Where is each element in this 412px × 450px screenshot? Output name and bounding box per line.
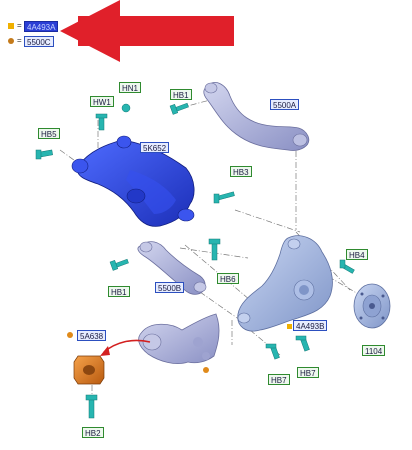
- bolt-hb1-bottom: [109, 258, 129, 271]
- label-5500A[interactable]: 5500A: [270, 99, 300, 110]
- label-hw1[interactable]: HW1: [90, 96, 114, 107]
- label-hb7-right[interactable]: HB7: [297, 367, 319, 378]
- legend-square-icon: [8, 23, 14, 29]
- label-4A493B[interactable]: 4A493B: [293, 320, 328, 331]
- label-hb2[interactable]: HB2: [82, 427, 104, 438]
- legend-circle-icon: [8, 38, 14, 44]
- bolt-hb2: [85, 394, 98, 419]
- knuckle: [237, 235, 333, 332]
- trailing-arm: [138, 313, 220, 364]
- label-5500B[interactable]: 5500B: [155, 282, 185, 293]
- bolt-hw1: [95, 113, 108, 131]
- bolt-hb1-top: [169, 102, 189, 115]
- bolt-hn1: [121, 103, 131, 113]
- bolt-hb5: [35, 149, 53, 160]
- label-hb1-bottom[interactable]: HB1: [108, 286, 130, 297]
- label-hb6[interactable]: HB6: [217, 273, 239, 284]
- upper-arm-5500A: [203, 82, 310, 151]
- bolt-hb4: [339, 259, 355, 274]
- bolts: [35, 102, 355, 419]
- legend-code-4A493A[interactable]: 4A493A: [24, 21, 59, 32]
- bolt-hb6: [208, 238, 221, 261]
- legend-equals-1: =: [17, 21, 22, 30]
- label-5K652[interactable]: 5K652: [140, 142, 170, 153]
- label-5A638[interactable]: 5A638: [77, 330, 107, 341]
- label-hb3[interactable]: HB3: [230, 166, 252, 177]
- legend-code-5500C[interactable]: 5500C: [24, 36, 54, 47]
- highlight-arrow: [60, 0, 234, 62]
- bushing-arrow: [100, 339, 151, 356]
- label-hb1-top[interactable]: HB1: [170, 89, 192, 100]
- label-1104[interactable]: 1104: [362, 345, 386, 356]
- toe-link-5500B: [137, 241, 207, 295]
- label-hb4[interactable]: HB4: [346, 249, 368, 260]
- legend-equals-2: =: [17, 36, 22, 45]
- label-hn1[interactable]: HN1: [119, 82, 142, 93]
- lower-arm-5K652: [71, 135, 195, 227]
- label-hb5[interactable]: HB5: [38, 128, 60, 139]
- hub-bearing-1104: [353, 283, 391, 329]
- bolt-hb7-left: [265, 343, 280, 360]
- marker-dots: [67, 324, 292, 373]
- bolt-hb3: [213, 191, 235, 204]
- bushing-5A638: [73, 355, 105, 385]
- label-hb7-left[interactable]: HB7: [268, 374, 290, 385]
- bolt-hb7-right: [295, 335, 310, 352]
